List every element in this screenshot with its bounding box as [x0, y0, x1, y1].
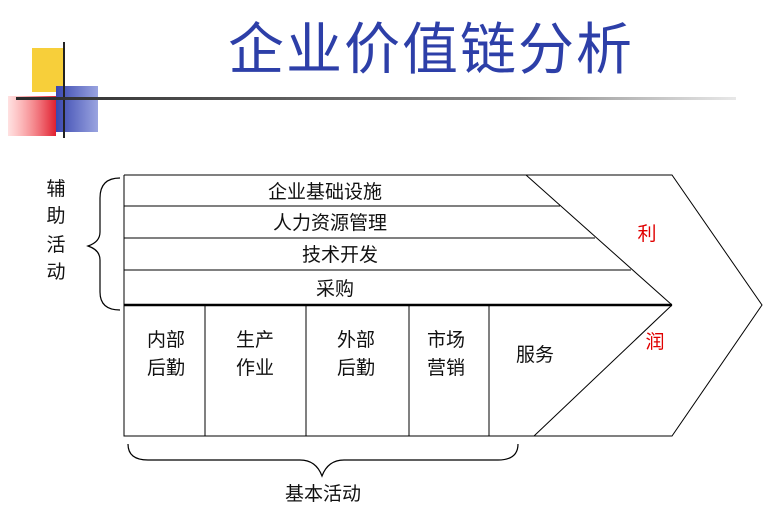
primary-cell-service-1: 服务: [516, 344, 554, 366]
support-row-infrastructure: 企业基础设施: [268, 181, 382, 203]
deco-yellow-square: [32, 48, 64, 92]
primary-cell-inbound-2: 后勤: [147, 357, 185, 379]
primary-cell-operations-1: 生产: [236, 329, 274, 351]
support-label-char-4: 动: [46, 261, 65, 283]
primary-cell-inbound-1: 内部: [147, 329, 185, 351]
page-title: 企业价值链分析: [228, 18, 634, 83]
support-label-char-1: 辅: [46, 178, 65, 200]
value-chain-frame: [123, 174, 763, 437]
primary-cell-marketing-2: 营销: [427, 357, 465, 379]
support-row-procurement: 采购: [316, 278, 354, 300]
support-label-char-2: 助: [46, 205, 65, 227]
margin-char-2: 润: [645, 331, 664, 353]
primary-cell-outbound-2: 后勤: [337, 357, 375, 379]
primary-cell-marketing-1: 市场: [427, 329, 465, 351]
primary-label: 基本活动: [285, 483, 361, 505]
support-row-technology: 技术开发: [302, 244, 378, 266]
outer-frame: [123, 174, 763, 437]
primary-cell-operations-2: 作业: [236, 357, 274, 379]
decoration-logo: [8, 42, 736, 138]
deco-red-square: [8, 96, 56, 136]
support-brace: [86, 177, 121, 311]
margin-inner-lower-line: [533, 304, 673, 437]
margin-char-1: 利: [637, 223, 656, 245]
support-row-hr: 人力资源管理: [273, 212, 387, 234]
support-label-char-3: 活: [46, 234, 65, 256]
primary-cell-outbound-1: 外部: [337, 329, 375, 351]
deco-horizontal-line: [16, 97, 736, 100]
deco-blue-square: [56, 86, 98, 132]
margin-inner-upper-line: [525, 174, 673, 306]
primary-brace: [127, 443, 519, 478]
